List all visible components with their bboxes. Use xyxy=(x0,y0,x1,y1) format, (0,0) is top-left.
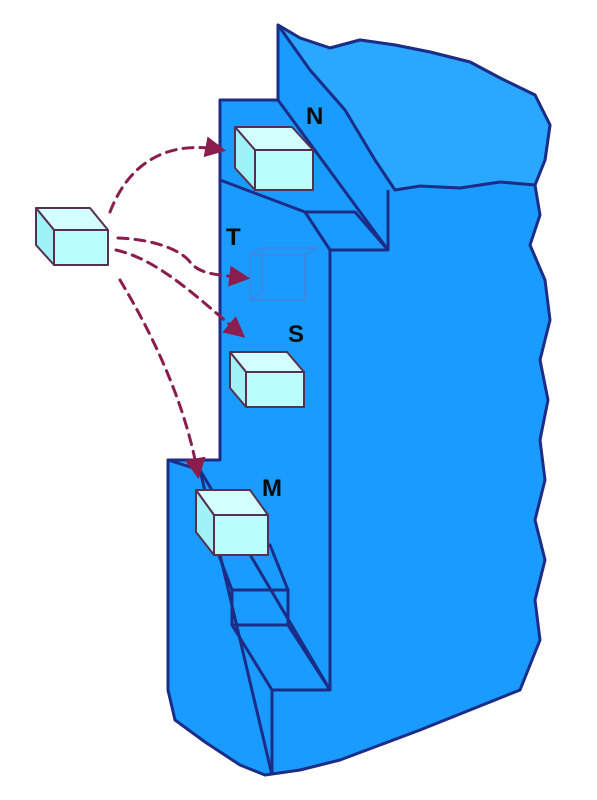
edge-line xyxy=(219,178,306,214)
edge-line xyxy=(286,624,332,691)
arrow-to-n xyxy=(108,136,227,214)
cube-n xyxy=(234,126,314,191)
block-top-face xyxy=(276,23,552,192)
cube-side xyxy=(234,126,256,191)
label-s: S xyxy=(288,321,304,348)
cube-front xyxy=(53,229,109,266)
cube-front xyxy=(254,149,314,191)
cube-front xyxy=(213,514,269,556)
cube-front xyxy=(245,371,305,408)
edge-line xyxy=(230,624,274,691)
arrow-to-m xyxy=(118,278,206,480)
label-m: M xyxy=(262,475,282,502)
cube-side xyxy=(35,207,55,266)
cube-m xyxy=(195,489,269,556)
cube-s xyxy=(229,351,305,408)
arrow-to-s xyxy=(114,248,246,338)
edge-line xyxy=(198,469,332,775)
arrows xyxy=(108,136,251,480)
edge-line xyxy=(305,210,390,251)
edge-line xyxy=(328,190,390,690)
cube-source xyxy=(35,207,109,266)
label-t: T xyxy=(226,224,241,251)
cube-side xyxy=(229,351,247,408)
cube-side xyxy=(195,489,215,556)
material-block xyxy=(166,23,552,777)
edge-line xyxy=(303,211,332,251)
arrow-to-t xyxy=(116,236,251,287)
label-n: N xyxy=(306,103,323,130)
edge-line xyxy=(220,98,390,251)
